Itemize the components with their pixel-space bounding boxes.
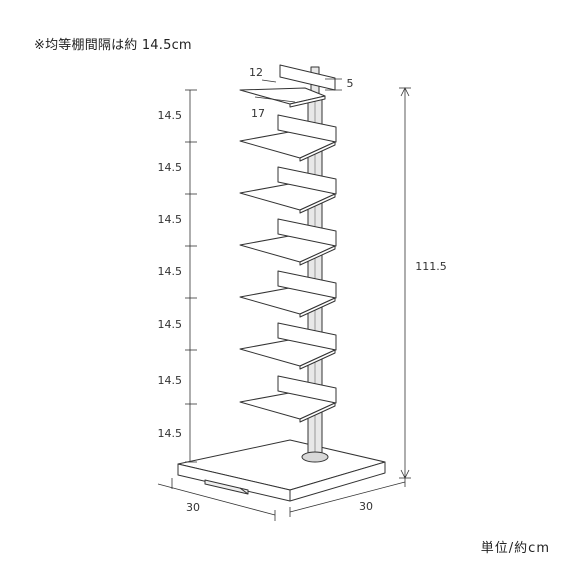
shelf-lip-label: 5 [347, 77, 354, 90]
shelf-6 [239, 375, 337, 423]
spacing-label-1: 14.5 [158, 109, 183, 122]
shelf-2 [239, 166, 337, 214]
spacing-note: ※均等棚間隔は約 14.5cm [34, 38, 192, 53]
spacing-label-6: 14.5 [158, 374, 183, 387]
spacing-label-2: 14.5 [158, 161, 183, 174]
dimension-labels: 14.5 14.5 14.5 14.5 14.5 14.5 14.5 111.5… [158, 66, 447, 514]
shelf-1 [239, 114, 337, 162]
spacing-label-7: 14.5 [158, 427, 183, 440]
base-plate [177, 439, 386, 502]
dimension-lines [157, 78, 411, 521]
tower-drawing [177, 64, 386, 502]
base-width-label: 30 [186, 501, 200, 514]
base-depth-label: 30 [359, 500, 373, 513]
shelf-4 [239, 270, 337, 318]
height-label: 111.5 [415, 260, 447, 273]
shelf-3 [239, 218, 337, 266]
shelf-width-label: 17 [251, 107, 265, 120]
unit-label: 単位/約cm [480, 541, 550, 556]
shelf-depth-label: 12 [249, 66, 263, 79]
shelf-5 [239, 322, 337, 370]
spacing-label-5: 14.5 [158, 318, 183, 331]
spacing-label-3: 14.5 [158, 213, 183, 226]
spacing-label-4: 14.5 [158, 265, 183, 278]
